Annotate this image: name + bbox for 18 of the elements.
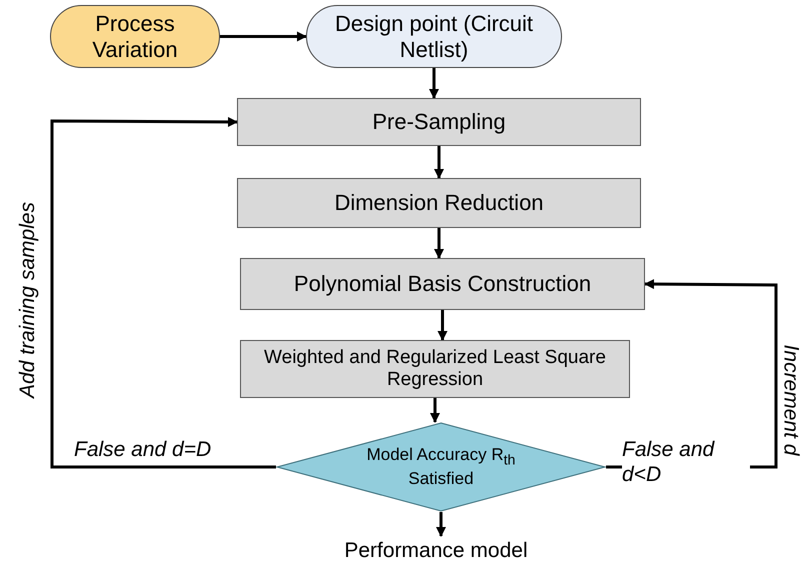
arrow [434,146,444,179]
process-box: Dimension Reduction [237,178,641,228]
arrow [436,512,446,537]
loop-label: Add training samples [16,202,40,398]
decision-diamond: Model Accuracy R$_{th}$ Satisfied [276,422,606,512]
process-box: Pre-Sampling [237,98,641,146]
arrow [429,68,439,99]
terminal-pill: Design point (Circuit Netlist) [306,5,562,68]
arrow [438,310,448,341]
feedback-arrow [50,116,276,468]
process-box: Weighted and Regularized Least Square Regression [240,340,630,398]
output-text: Performance model [290,536,582,566]
process-box: Polynomial Basis Construction [240,258,645,310]
arrow [430,398,440,423]
arrow [220,32,307,42]
arrow [434,228,444,259]
loop-label: Increment d [778,344,802,456]
terminal-pill: Process Variation [50,5,220,68]
